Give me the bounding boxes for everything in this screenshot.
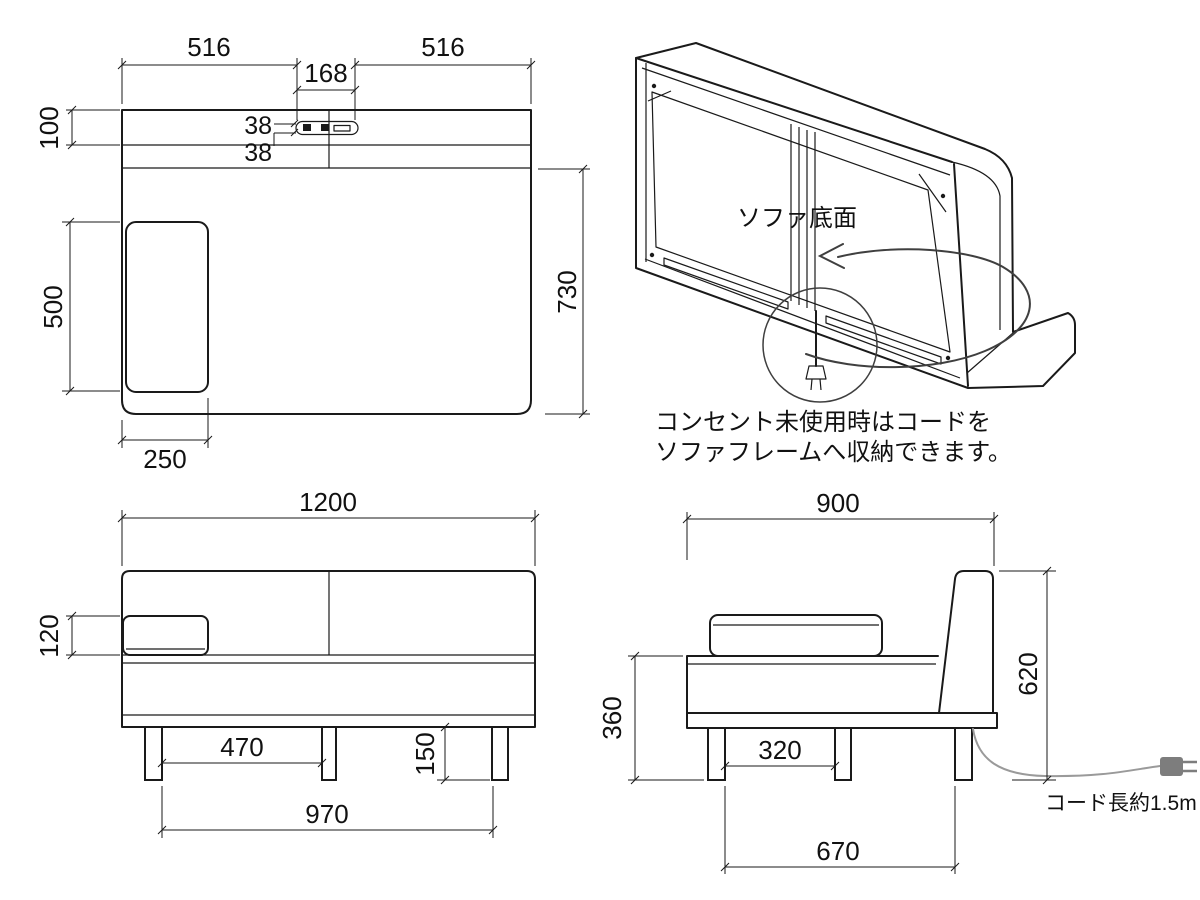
- dim-lines-900: [682, 512, 999, 566]
- dim-lines-470: [157, 758, 327, 768]
- dim-lines-970: [157, 786, 498, 838]
- outlet-socket-1: [303, 124, 311, 131]
- screw-dot-2: [649, 252, 655, 258]
- side-leg-middle: [834, 727, 852, 781]
- outlet-usb-port: [333, 124, 351, 132]
- dim-lines-120: [66, 611, 120, 660]
- dim-label-100: 100: [34, 106, 64, 149]
- front-leg-left: [144, 726, 163, 781]
- side-seat-cushion: [709, 614, 883, 657]
- dim-lines-670: [720, 786, 960, 874]
- iso-frame-chamfers: [641, 63, 1014, 379]
- cord-length-note: コード長約1.5m: [1045, 792, 1197, 815]
- top-view-back-lines: [122, 110, 531, 169]
- dim-lines-1200: [117, 510, 540, 566]
- dim-label-1200: 1200: [299, 487, 357, 517]
- top-view: 516 516 168 100 38 38 500 730 250: [34, 32, 590, 474]
- magnifier-circle: [762, 287, 878, 403]
- side-leg-back: [954, 727, 973, 781]
- side-leg-front: [707, 727, 726, 781]
- power-plug: [1160, 757, 1183, 776]
- iso-frame-right-edge: [953, 163, 969, 387]
- dim-lines-150: [437, 722, 490, 785]
- iso-inner-panel: [651, 91, 951, 353]
- iso-label-sofa-bottom: ソファ底面: [737, 205, 857, 232]
- dim-lines-38: [273, 119, 299, 146]
- side-base-plate: [686, 712, 998, 729]
- outlet-unit: [295, 120, 359, 136]
- front-armrest-cushion: [122, 615, 209, 656]
- dim-lines-320: [720, 761, 840, 771]
- top-view-body: [121, 109, 532, 415]
- dim-label-900: 900: [816, 488, 859, 518]
- dim-lines-620: [999, 566, 1056, 785]
- side-backrest: [938, 570, 994, 714]
- dim-label-250: 250: [143, 444, 186, 474]
- dim-label-320: 320: [758, 735, 801, 765]
- storage-arrowhead: [817, 243, 845, 269]
- dim-label-620: 620: [1013, 652, 1043, 695]
- dim-label-120: 120: [34, 614, 64, 657]
- dim-label-38-bottom: 38: [244, 139, 272, 167]
- dim-lines-top-widths: [117, 58, 536, 120]
- dim-lines-250: [117, 398, 213, 448]
- front-body: [121, 570, 536, 728]
- iso-corner-braces: [647, 90, 947, 213]
- dim-label-500: 500: [38, 285, 68, 328]
- iso-plug: [805, 365, 827, 380]
- iso-caption-line2: ソファフレームへ収納できます。: [655, 439, 1012, 466]
- dim-lines-360: [628, 651, 704, 785]
- front-leg-right: [491, 726, 509, 781]
- front-body-lines: [122, 571, 535, 716]
- dim-label-516-right: 516: [421, 32, 464, 62]
- iso-cord-slot-left: [663, 257, 789, 310]
- iso-caption-line1: コンセント未使用時はコードを: [655, 409, 991, 436]
- dim-lines-100: [66, 105, 120, 150]
- dim-label-516-left: 516: [187, 32, 230, 62]
- dim-label-38-top: 38: [244, 112, 272, 140]
- dim-label-670: 670: [816, 836, 859, 866]
- side-view: コード長約1.5m 900 360 320 670 620: [597, 488, 1197, 874]
- screw-dot-1: [651, 83, 657, 89]
- storage-arrow: [805, 248, 1031, 369]
- dim-label-150: 150: [410, 732, 440, 775]
- iso-frame-top-edge: [635, 57, 953, 163]
- plug-prongs: [1183, 760, 1197, 773]
- iso-bottom-view: ソファ底面 コンセント未使用時はコードを ソファフレームへ収納できます。: [635, 42, 1076, 466]
- iso-plug-prongs: [810, 378, 822, 391]
- iso-frame-outline: [635, 42, 1076, 389]
- outlet-socket-2: [321, 124, 329, 131]
- dim-label-970: 970: [305, 799, 348, 829]
- power-cord: [972, 728, 1161, 778]
- dim-label-730: 730: [552, 270, 582, 313]
- dim-label-470: 470: [220, 732, 263, 762]
- dim-label-168: 168: [304, 58, 347, 88]
- front-view: 1200 120 470 150 970: [34, 487, 540, 838]
- dim-label-360: 360: [597, 696, 627, 739]
- dim-lines-500: [62, 217, 120, 396]
- front-leg-center: [321, 726, 337, 781]
- top-view-cushion: [125, 221, 209, 393]
- outlet-body: [295, 120, 359, 136]
- iso-center-divider: [790, 124, 816, 311]
- screw-dot-3: [940, 193, 946, 199]
- dim-lines-730: [538, 164, 590, 419]
- screw-dot-4: [945, 355, 951, 361]
